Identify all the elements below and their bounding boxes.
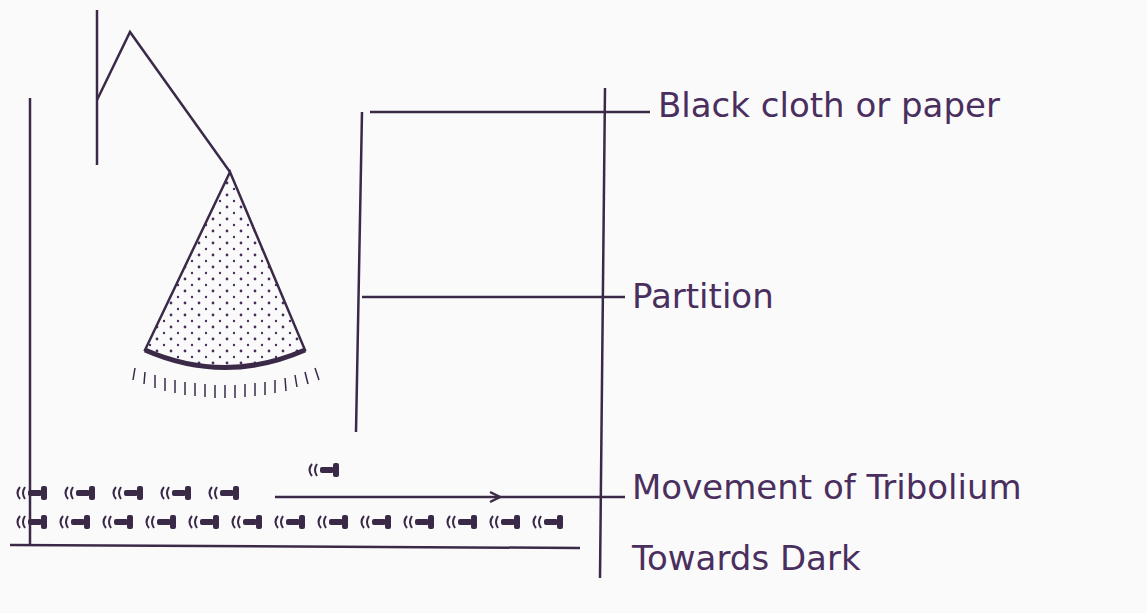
- partition-label: Partition: [632, 275, 1112, 318]
- cover-label: Black cloth or paper: [658, 84, 1138, 127]
- movement-label: Movement of Tribolium Towards Dark: [632, 452, 1052, 595]
